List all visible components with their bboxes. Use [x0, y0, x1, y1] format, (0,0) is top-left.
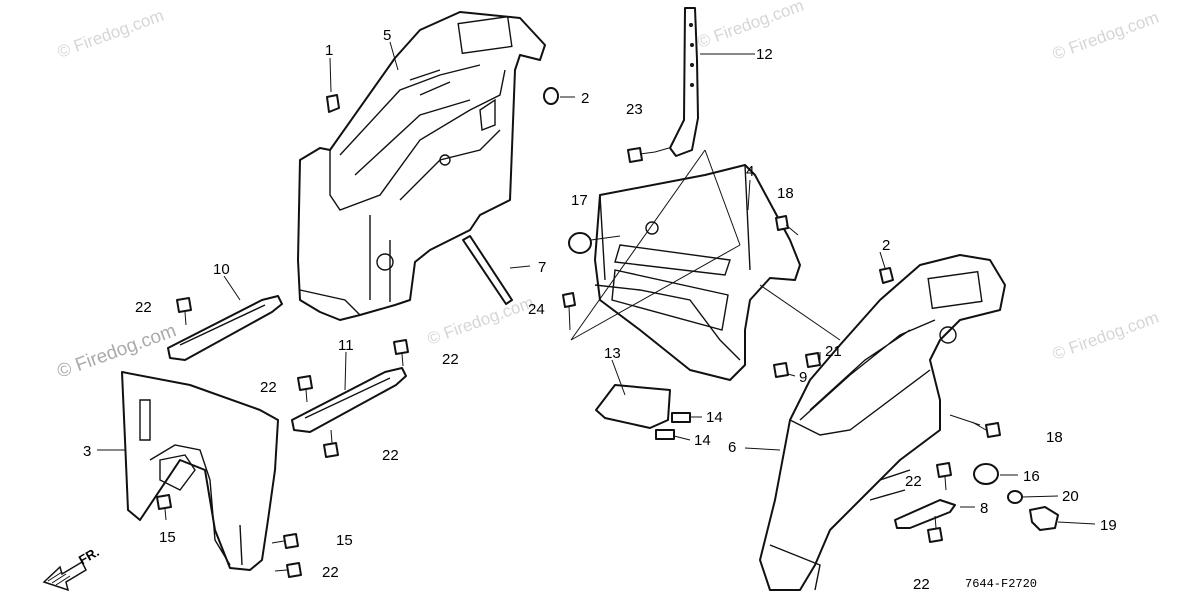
callout-15-left: 15: [159, 529, 176, 546]
callout-20: 20: [1062, 488, 1079, 505]
front-direction-arrow: FR.: [42, 544, 102, 592]
callout-3: 3: [83, 443, 91, 460]
leader-lines: [97, 41, 1096, 525]
front-panel-part-3: [121, 371, 279, 571]
callout-22-c: 22: [260, 379, 277, 396]
stay-part-8: [894, 499, 956, 529]
callout-9: 9: [799, 369, 807, 386]
callout-8: 8: [980, 500, 988, 517]
watermark-1: © Firedog.com: [55, 6, 166, 62]
rear-cover-part-4: [594, 164, 801, 381]
callout-13: 13: [604, 345, 621, 362]
callout-5: 5: [383, 27, 391, 44]
bolt-part-19: [1029, 506, 1059, 531]
right-fender-part-6: [759, 254, 1006, 591]
callout-11: 11: [338, 337, 354, 354]
callout-21: 21: [825, 343, 842, 360]
callout-18-lower: 18: [1046, 429, 1063, 446]
callout-18-upper: 18: [777, 185, 794, 202]
plug-part-16: [973, 463, 999, 485]
bracket-part-10: [167, 295, 283, 361]
callout-22-b: 22: [442, 351, 459, 368]
callout-22-f: 22: [905, 473, 922, 490]
callout-24: 24: [528, 301, 545, 318]
clip-part-14-lower: [655, 429, 675, 440]
diagram-code: 7644-F2720: [965, 577, 1037, 591]
callout-10: 10: [213, 261, 230, 278]
callout-14-upper: 14: [706, 409, 723, 426]
watermark-6: © Firedog.com: [425, 293, 536, 349]
stay-part-7: [462, 235, 513, 305]
callout-6: 6: [728, 439, 736, 456]
washer-part-20: [1007, 490, 1023, 504]
callout-22-g: 22: [913, 576, 930, 593]
nut-part-2-lower: [879, 267, 894, 284]
watermark-3: © Firedog.com: [1050, 308, 1161, 364]
callout-15-right: 15: [336, 532, 353, 549]
watermark-2: © Firedog.com: [1050, 8, 1161, 64]
callout-22-a: 22: [135, 299, 152, 316]
watermark-5: © Firedog.com: [695, 0, 806, 52]
grommet-part-2-upper: [543, 87, 559, 105]
callout-7: 7: [538, 259, 546, 276]
callout-22-e: 22: [322, 564, 339, 581]
callout-labels: 1 2 2 3 4 5 6 7 8 9 10 11 12 13 14 14 15…: [83, 27, 1117, 593]
pad-part-13: [595, 384, 671, 429]
callout-17: 17: [571, 192, 588, 209]
callout-2-lower: 2: [882, 237, 890, 254]
callout-2-upper: 2: [581, 90, 589, 107]
left-fender-part-5: [297, 11, 546, 321]
bolts: [156, 147, 1001, 578]
callout-1: 1: [325, 42, 333, 59]
callout-23: 23: [626, 101, 643, 118]
callout-19: 19: [1100, 517, 1117, 534]
bushing-part-1: [326, 94, 340, 113]
bracket-part-12: [669, 7, 699, 157]
callout-16: 16: [1023, 468, 1040, 485]
callout-12: 12: [756, 46, 773, 63]
plug-part-17: [568, 232, 592, 254]
callout-14-lower: 14: [694, 432, 711, 449]
callout-22-d: 22: [382, 447, 399, 464]
clip-part-14-upper: [671, 412, 691, 423]
watermark-4: © Firedog.com: [55, 320, 180, 382]
callout-4: 4: [746, 163, 754, 180]
